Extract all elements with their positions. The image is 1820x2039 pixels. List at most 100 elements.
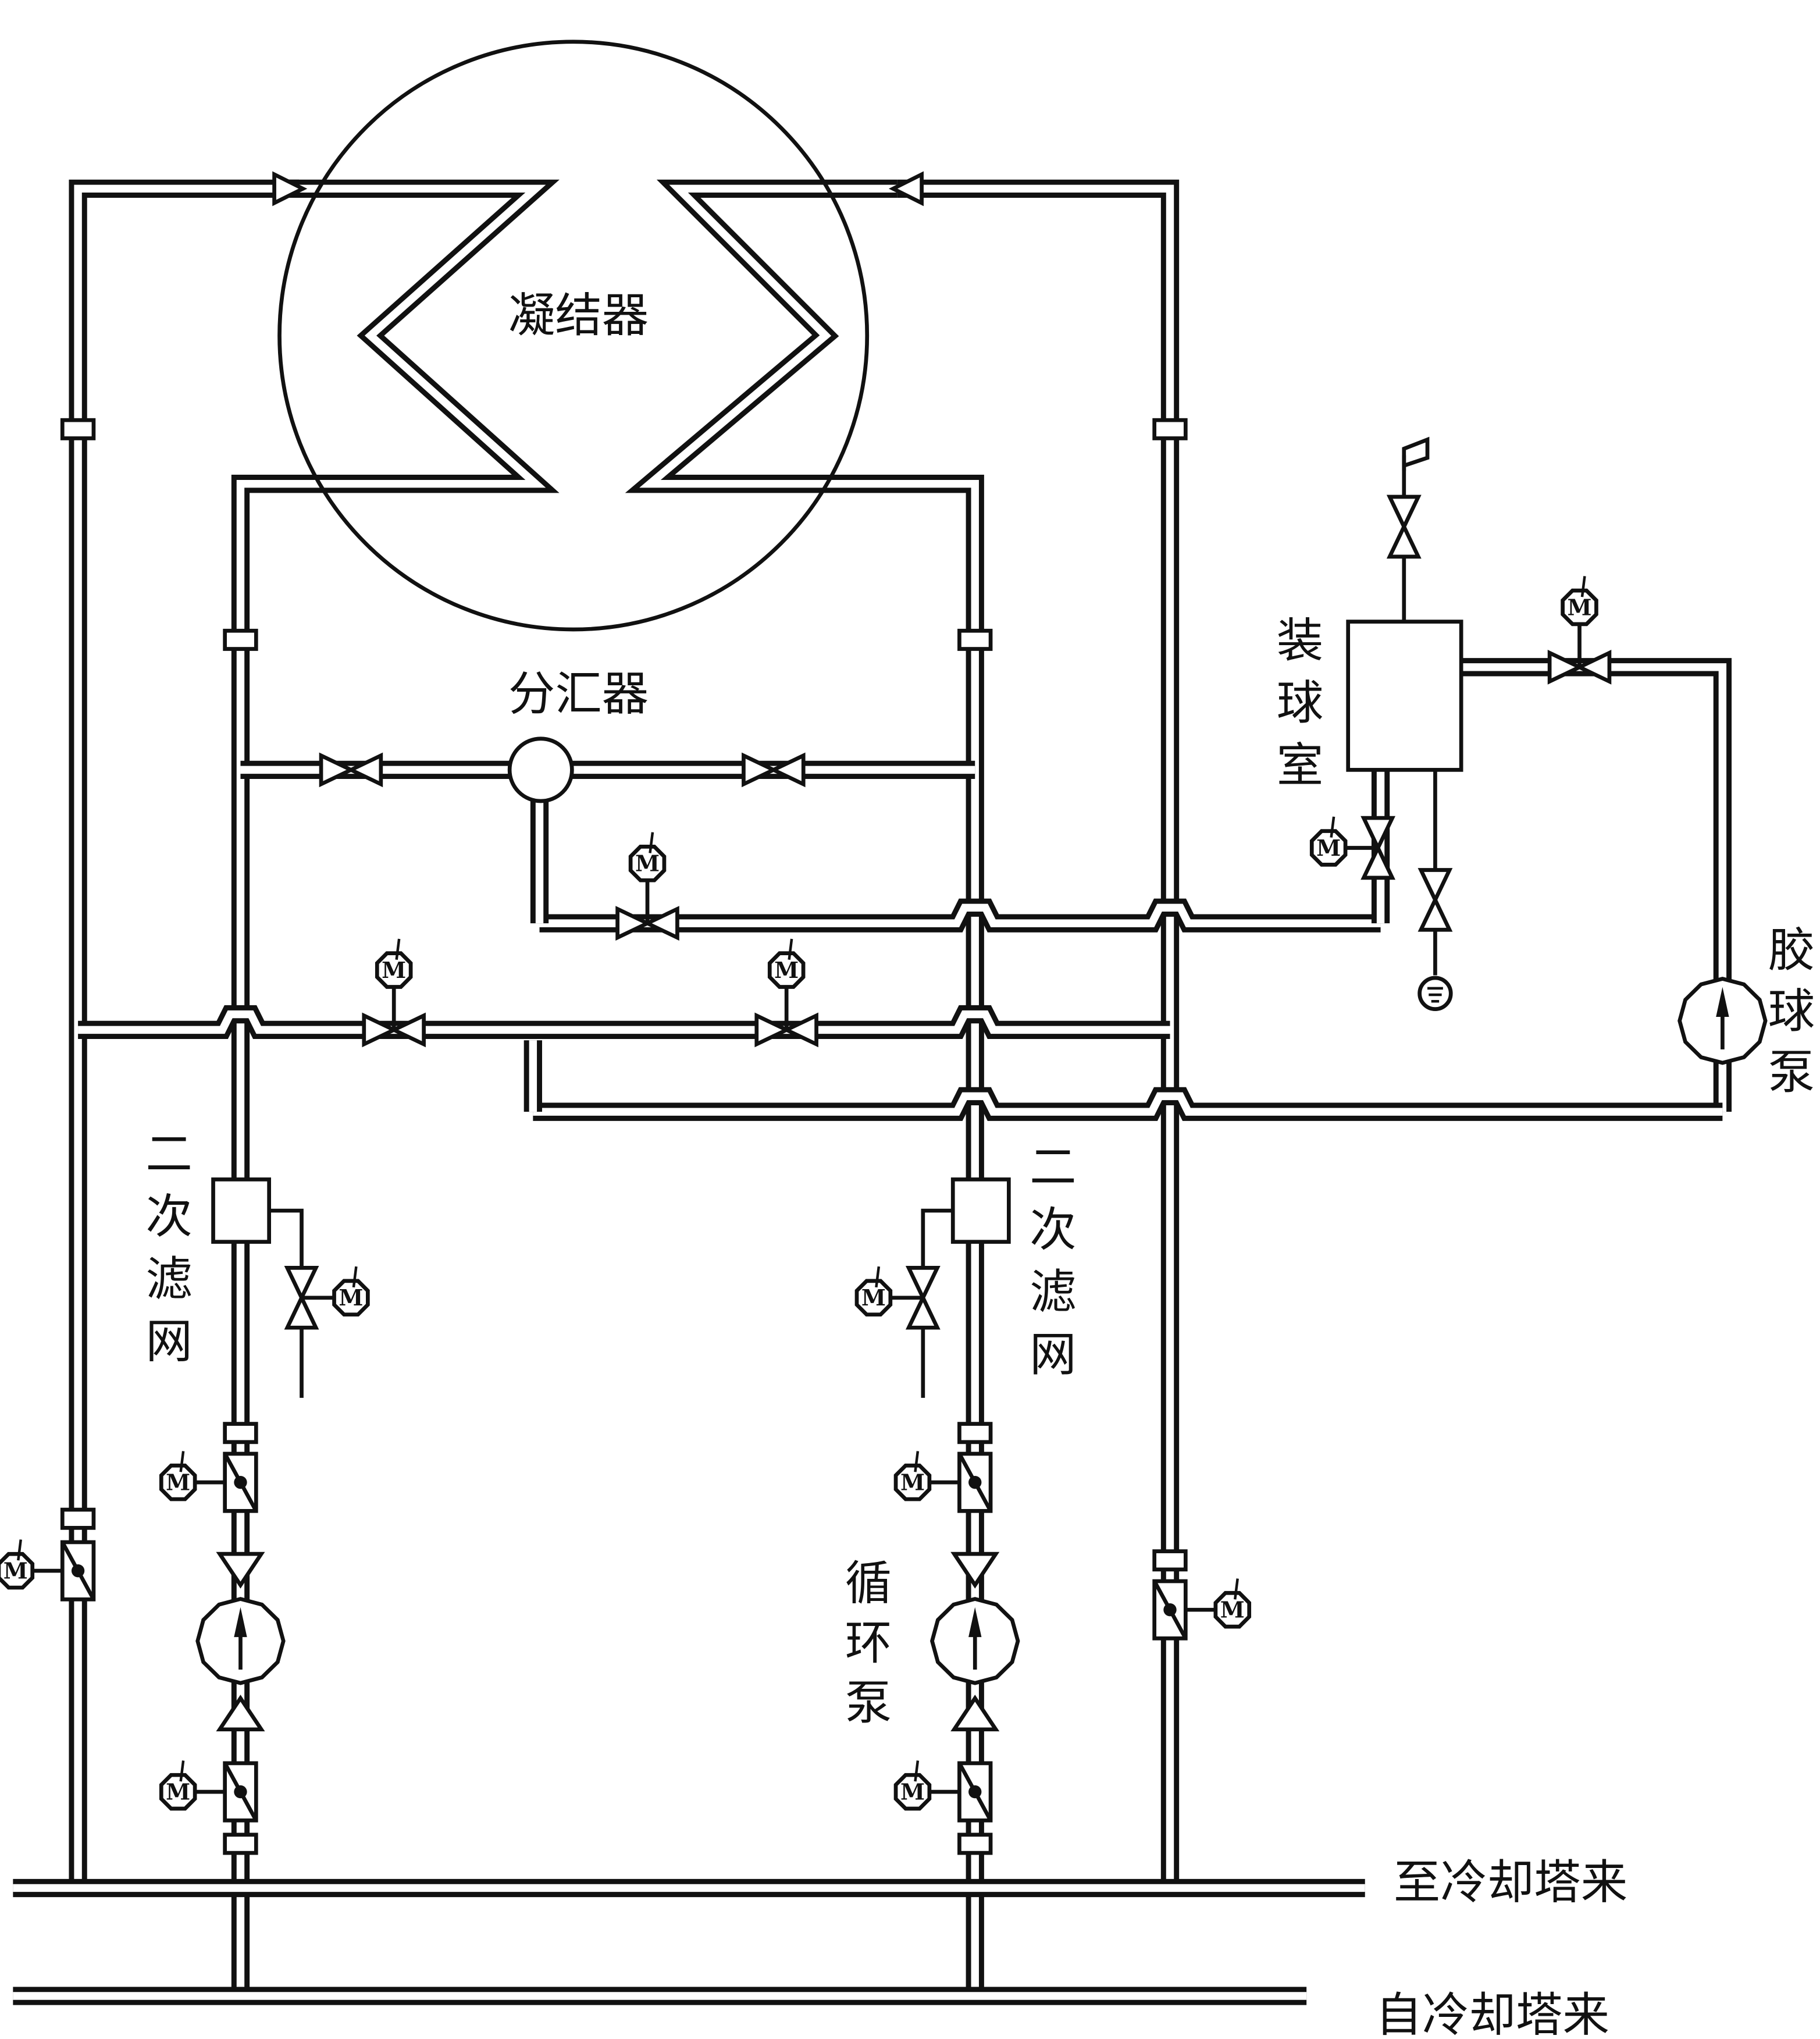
pipe-bore	[897, 184, 1174, 1888]
vent-flag-icon	[1402, 436, 1430, 471]
motorized-butterfly-valve-icon	[60, 1540, 96, 1602]
motor-actuator-icon: M	[854, 1266, 893, 1317]
motor-actuator-icon: M	[159, 1451, 197, 1501]
to-cooling-tower-label: 至冷却塔来	[1394, 1855, 1627, 1909]
motor-tick	[352, 1266, 358, 1288]
motor-letter: M	[861, 1284, 886, 1311]
motorized-gate-valve-icon	[284, 1266, 319, 1330]
valve-half	[1386, 522, 1422, 559]
filter-left-label-4: 网	[145, 1314, 192, 1369]
valve-half	[346, 752, 383, 788]
valve-half	[742, 752, 778, 788]
filter-right-label-2: 次	[1030, 1202, 1076, 1257]
motor-tick	[179, 1451, 185, 1472]
valve-half	[1547, 649, 1584, 685]
secondary-filter-left	[211, 1177, 271, 1244]
motor-actuator-icon: M	[0, 1539, 35, 1590]
pipe-bore	[533, 1092, 1723, 1116]
right-outlet-pipe	[897, 179, 1180, 1888]
motor-tick	[788, 938, 793, 960]
filter-right-drain	[921, 1208, 953, 1398]
valve-hub	[71, 1564, 85, 1578]
circ-pump-label-3: 泵	[845, 1675, 892, 1730]
motorized-gate-valve-icon	[362, 1012, 426, 1048]
motorized-butterfly-valve-icon	[223, 1761, 258, 1823]
valve-half	[284, 1293, 319, 1330]
valve-half	[1575, 649, 1612, 685]
condenser-label: 凝结器	[508, 288, 649, 343]
right-tube-bundle	[625, 179, 984, 1996]
ball-pump-icon	[1677, 976, 1768, 1065]
motor-octagon	[893, 1773, 932, 1811]
motor-actuator-icon: M	[893, 1451, 932, 1501]
pipe-bore	[236, 184, 546, 1996]
flange	[223, 628, 258, 651]
motor-letter: M	[900, 1469, 925, 1496]
drain-icon	[1417, 976, 1453, 1011]
left-tube-bundle	[231, 179, 560, 1996]
motor-octagon	[854, 1279, 893, 1317]
gate-valve-icon	[319, 752, 383, 788]
valve-half	[782, 1012, 818, 1048]
motor-octagon	[0, 1552, 35, 1590]
valve-half	[362, 1012, 398, 1048]
pipe-bore	[639, 184, 979, 1996]
pump-arrow-head	[968, 1607, 982, 1638]
motor-octagon	[159, 1463, 197, 1501]
condenser-shell	[277, 40, 870, 632]
ball-pump-suction	[1461, 658, 1732, 1112]
left-inlet-pipe	[69, 179, 300, 1888]
pump-arrow-head	[234, 1607, 247, 1638]
motor-letter: M	[339, 1284, 363, 1311]
motor-tick	[914, 1451, 920, 1472]
motorized-butterfly-valve-icon	[957, 1451, 993, 1513]
motor-tick	[395, 938, 401, 960]
motor-actuator-icon: M	[332, 1266, 370, 1317]
valve-half	[1360, 816, 1396, 853]
motor-octagon	[628, 845, 667, 883]
motor-actuator-icon: M	[375, 938, 413, 989]
motor-actuator-icon: M	[628, 832, 667, 883]
flange	[60, 1507, 96, 1530]
valve-half	[1417, 868, 1453, 905]
ball-pump-label-2: 球	[1768, 984, 1815, 1038]
motor-actuator-icon: M	[1561, 576, 1598, 627]
filter-left-label-3: 滤	[145, 1251, 192, 1306]
flange	[60, 418, 96, 440]
secondary-filter-right	[950, 1177, 1011, 1244]
gate-valve-icon	[1386, 494, 1422, 559]
pump-arrow-head	[1716, 987, 1729, 1017]
motor-letter: M	[1568, 594, 1592, 620]
flange	[957, 1832, 993, 1855]
valve-hub	[234, 1785, 247, 1799]
valve-half	[1417, 895, 1453, 932]
filter-left-label-1: 二	[145, 1127, 192, 1182]
valve-hub	[968, 1475, 982, 1489]
circulating-pump-icon	[195, 1597, 286, 1685]
filter-right-label-3: 滤	[1030, 1265, 1076, 1319]
check-valve-icon	[216, 1695, 265, 1732]
flange	[1152, 418, 1188, 440]
flange	[957, 628, 993, 651]
flange	[223, 1422, 258, 1444]
motorized-butterfly-valve-icon	[223, 1451, 258, 1513]
motor-actuator-icon: M	[1309, 816, 1348, 867]
motor-tick	[1234, 1578, 1239, 1600]
motor-letter: M	[3, 1558, 28, 1584]
filter-left-drain	[269, 1208, 304, 1398]
motorized-gate-valve-icon	[1360, 816, 1396, 880]
gate-valve-icon	[742, 752, 806, 788]
check-valve-icon	[950, 1552, 1000, 1589]
ball-chamber-label-3: 室	[1277, 738, 1323, 792]
valve-hub	[968, 1785, 982, 1799]
motor-letter: M	[1220, 1597, 1245, 1623]
ball-return-pipe	[539, 898, 1381, 933]
ball-chamber-label-2: 球	[1277, 675, 1323, 730]
motor-octagon	[893, 1463, 932, 1501]
pipe-wall	[231, 179, 560, 1996]
check-valve-icon	[950, 1695, 1000, 1732]
motor-tick	[875, 1266, 881, 1288]
motor-actuator-icon: M	[159, 1760, 197, 1811]
